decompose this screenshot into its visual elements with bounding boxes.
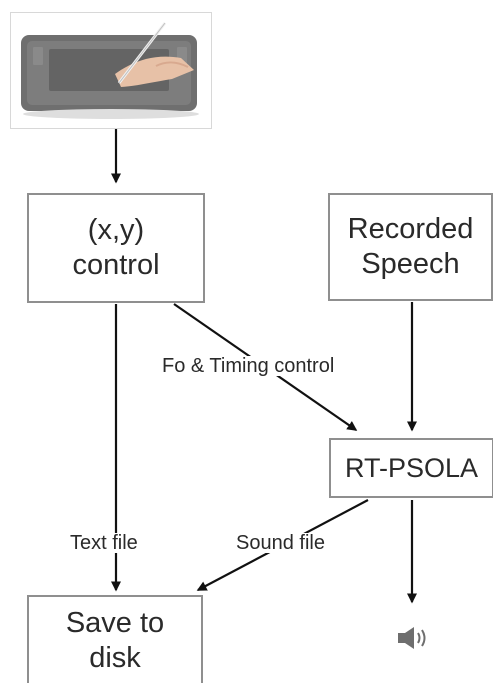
save-to-disk-node: Save to disk bbox=[27, 595, 203, 683]
rt-psola-node: RT-PSOLA bbox=[329, 438, 493, 498]
speaker-icon bbox=[396, 624, 430, 652]
recorded-speech-node: Recorded Speech bbox=[328, 193, 493, 301]
fo-timing-edge-label: Fo & Timing control bbox=[162, 355, 335, 377]
drawing-tablet-photo-icon bbox=[10, 12, 212, 129]
drawing-tablet-image bbox=[21, 22, 199, 119]
sound-file-edge-label: Sound file bbox=[236, 532, 325, 554]
xy-control-node: (x,y) control bbox=[27, 193, 205, 303]
speaker-glyph bbox=[398, 627, 426, 649]
text-file-edge-label: Text file bbox=[70, 532, 138, 554]
